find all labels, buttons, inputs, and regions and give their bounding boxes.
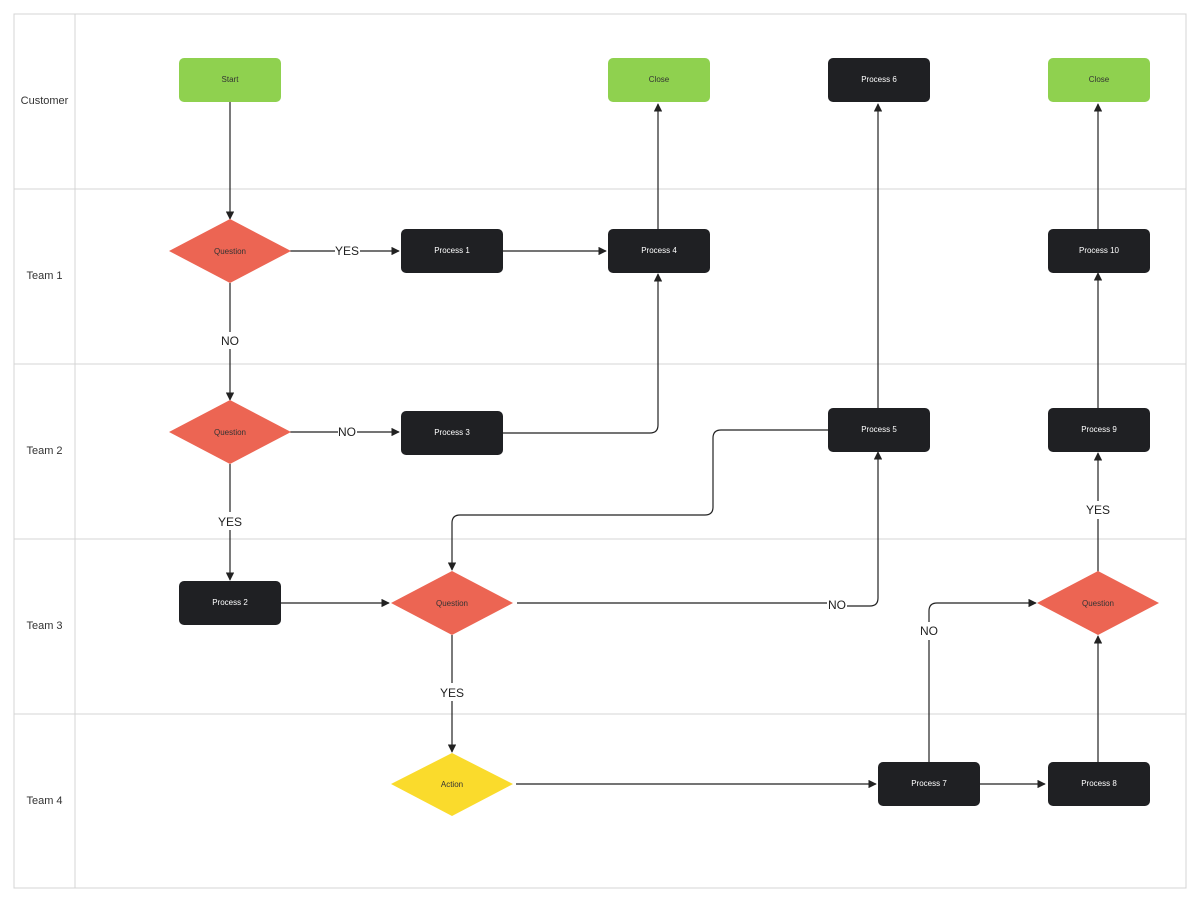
question-1-decision[interactable] (169, 219, 291, 283)
connector-question3-to-process5 (517, 452, 878, 607)
close-node[interactable] (1048, 58, 1150, 102)
process-9-node[interactable] (1048, 408, 1150, 452)
edge-label-no: NO (221, 334, 239, 348)
edge-label-no: NO (920, 624, 938, 638)
edge-label-no: NO (828, 598, 846, 612)
process-4-label: Process 4 (641, 246, 677, 255)
edge-labels: YES NO NO YES NO YES NO YES (218, 244, 1110, 700)
edge-label-no: NO (338, 425, 356, 439)
process-2-node[interactable] (179, 581, 281, 625)
process-1-node[interactable] (401, 229, 503, 273)
swimlane-grid (13, 13, 1187, 889)
process-8-label: Process 8 (1081, 779, 1117, 788)
process-3-label: Process 3 (434, 428, 470, 437)
question-2-decision[interactable] (169, 400, 291, 464)
process-8-node[interactable] (1048, 762, 1150, 806)
close-node-label: Close (649, 75, 670, 84)
connector-process3-to-process4 (502, 273, 663, 434)
lane-label-team-2: Team 2 (26, 445, 62, 457)
process-7-label: Process 7 (911, 779, 947, 788)
close-node[interactable] (608, 58, 710, 102)
connector-process5-to-question3 (447, 429, 828, 571)
process-4-node[interactable] (608, 229, 710, 273)
diagram-border (13, 13, 1187, 889)
process-9-label: Process 9 (1081, 425, 1117, 434)
process-7-node[interactable] (878, 762, 980, 806)
connectors (230, 102, 1098, 789)
question-2-label: Question (214, 428, 246, 437)
question-4-decision[interactable] (1037, 571, 1159, 635)
process-10-node[interactable] (1048, 229, 1150, 273)
process-6-label: Process 6 (861, 75, 897, 84)
action-label: Action (441, 780, 463, 789)
process-10-label: Process 10 (1079, 246, 1120, 255)
process-1-label: Process 1 (434, 246, 470, 255)
edge-label-yes: YES (218, 515, 242, 529)
question-4-label: Question (1082, 599, 1114, 608)
process-2-label: Process 2 (212, 598, 248, 607)
question-1-label: Question (214, 247, 246, 256)
lane-labels: Customer Team 1 Team 2 Team 3 Team 4 (21, 95, 69, 807)
close-node-label: Close (1089, 75, 1110, 84)
lane-label-team-1: Team 1 (26, 270, 62, 282)
start-node-label: Start (222, 75, 240, 84)
edge-label-yes: YES (440, 686, 464, 700)
process-5-node[interactable] (828, 408, 930, 452)
question-3-decision[interactable] (391, 571, 513, 635)
process-3-node[interactable] (401, 411, 503, 455)
process-6-node[interactable] (828, 58, 930, 102)
start-node[interactable] (179, 58, 281, 102)
lane-label-customer: Customer (21, 95, 69, 107)
connector-process7-to-question4 (928, 603, 1036, 762)
lane-label-team-3: Team 3 (26, 620, 62, 632)
lane-label-team-4: Team 4 (26, 795, 62, 807)
action-decision[interactable] (391, 753, 513, 816)
edge-label-yes: YES (335, 244, 359, 258)
question-3-label: Question (436, 599, 468, 608)
edge-label-yes: YES (1086, 503, 1110, 517)
nodes: Start Close Process 6 Close Question Pro… (169, 58, 1159, 816)
process-5-label: Process 5 (861, 425, 897, 434)
